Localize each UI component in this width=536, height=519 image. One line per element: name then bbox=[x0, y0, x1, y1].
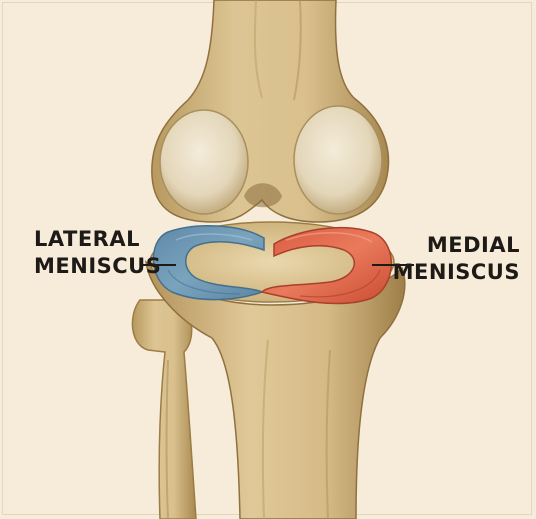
medial-label-line2: MENISCUS bbox=[393, 259, 520, 286]
lateral-meniscus-label: LATERAL MENISCUS bbox=[34, 226, 161, 280]
fibula-bone bbox=[132, 300, 196, 519]
medial-meniscus-label: MEDIAL MENISCUS bbox=[393, 232, 520, 286]
lateral-label-line1: LATERAL bbox=[34, 226, 161, 253]
medial-label-line1: MEDIAL bbox=[393, 232, 520, 259]
medial-condyle bbox=[294, 106, 382, 214]
lateral-label-line2: MENISCUS bbox=[34, 253, 161, 280]
femur-bone bbox=[152, 0, 389, 222]
lateral-condyle bbox=[160, 110, 248, 214]
